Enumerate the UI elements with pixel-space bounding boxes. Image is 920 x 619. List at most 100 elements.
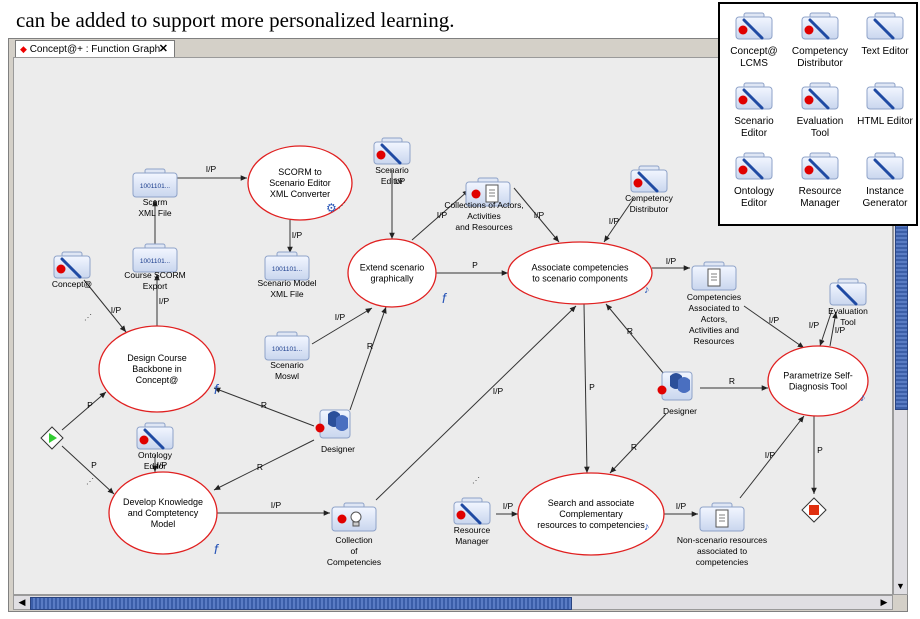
footsteps-icon: ♪ [644,284,650,296]
edge-line [213,439,315,491]
actor-designer2[interactable]: Designer [657,371,698,416]
tab-function-graph[interactable]: ◆ Concept@+ : Function Graph ✕ [15,40,175,57]
function-parametrize[interactable]: Parametrize Self-Diagnosis Tool [767,345,869,417]
edge-extend-to-associate: P [436,260,508,276]
function-ellipse[interactable] [507,241,653,305]
palette-item-competency-distributor[interactable]: Competency Distributor [788,10,852,70]
edge-associate-to-search: P [583,303,595,474]
edge-label: I/P [335,312,346,322]
edge-label: I/P [765,450,776,460]
actor-designer1[interactable]: Designer [315,409,356,454]
edge-designer1-to-design: R [213,387,315,427]
scroll-right-icon[interactable]: ▶ [880,597,888,607]
edge-line [311,307,373,345]
palette-item-html-editor[interactable]: HTML Editor [853,80,917,128]
scroll-left-icon[interactable]: ◀ [18,597,26,607]
function-ellipse[interactable] [517,472,665,556]
palette-item-evaluation-tool[interactable]: Evaluation Tool [788,80,852,140]
wrench-icon [866,12,904,40]
function-ellipse[interactable] [98,325,216,413]
edge-label: I/P [292,230,303,240]
stop-icon [809,505,819,515]
start-node[interactable] [40,426,64,450]
play-icon [49,433,57,443]
palette-item-resource-manager[interactable]: Resource Manager [788,150,852,210]
edge-label: R [257,462,263,472]
horizontal-scrollbar[interactable]: ◀ ▶ [13,595,893,610]
edge-comp_dist-to-associate: I/P [603,197,635,243]
palette-item-instance-generator[interactable]: Instance Generator [853,150,917,210]
edge-extend-to-collections: I/P [411,189,470,241]
binary-icon-label: 1001101... [272,266,302,273]
vertical-scroll-thumb[interactable] [895,198,908,410]
scroll-down-icon[interactable]: ▼ [896,581,905,591]
edge-label: P [472,260,478,270]
function-ellipse[interactable] [767,345,869,417]
edge-label: I/P [666,256,677,266]
gear-icon: ⚙ [326,201,337,215]
wrench-icon [136,422,174,450]
document-icon [465,177,511,207]
palette-item-label: Scenario Editor [734,116,774,139]
edge-line [829,311,838,347]
edge-line [605,303,665,375]
palette-item-text-editor[interactable]: Text Editor [853,10,917,58]
edge-label: R [729,376,735,386]
wrench-icon [801,152,839,180]
binary-icon-label: 1001101... [140,183,170,190]
wrench-icon [829,278,867,306]
tool-concept[interactable]: Concept@ [52,251,92,289]
edge-line [375,305,577,501]
edge-label: I/P [503,501,514,511]
function-f-icon: f [214,541,220,557]
binary-file-icon: 1001101... [264,251,310,281]
edge-label: I/P [437,210,448,220]
document-caption: can be added to support more personalize… [16,8,455,32]
function-ellipse[interactable] [108,471,218,555]
edge-scorm_conv-to-scen_xml: I/P [287,220,303,253]
palette-item-label: Instance Generator [862,186,908,209]
palette-item-ontology-editor[interactable]: Ontology Editor [722,150,786,210]
function-f-icon: f [442,290,448,306]
stop-node[interactable] [801,497,827,523]
palette-item-scenario-editor[interactable]: Scenario Editor [722,80,786,140]
function-ellipse[interactable] [247,145,353,221]
tab-close-icon[interactable]: ✕ [158,43,168,55]
wrench-icon [735,12,773,40]
edge-label: R [627,326,633,336]
binary-file-icon: 1001101... [132,168,178,198]
edge-scorm_xml-to-scorm_conv: I/P [177,164,247,181]
edge-line [819,309,833,347]
edge-label: P [817,445,823,455]
edge-collections-to-associate: I/P [513,187,560,243]
horizontal-scroll-thumb[interactable] [30,597,572,610]
function-f-icon: f [214,381,220,397]
palette-item-concept-lcms[interactable]: Concept@ LCMS [722,10,786,70]
function-ellipse[interactable] [347,238,437,308]
